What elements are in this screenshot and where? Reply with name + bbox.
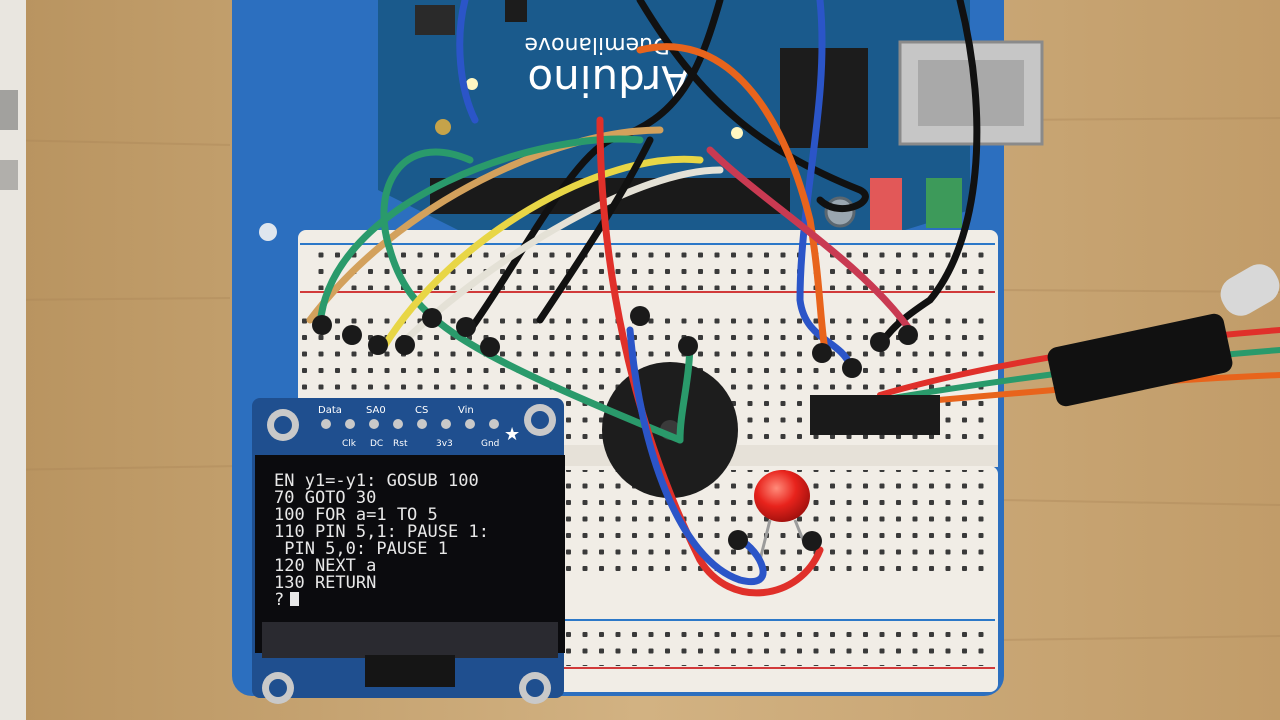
pin-label-vin: Vin <box>458 405 474 416</box>
oled-line-7: 130 RETURN <box>274 573 376 593</box>
pin-label-sa0: SA0 <box>366 405 386 416</box>
pin-label-gnd: Gnd <box>481 439 499 449</box>
oled-line-1: EN y1=-y1: GOSUB 100 <box>274 471 479 491</box>
oled-line-3: 100 FOR a=1 TO 5 <box>274 505 438 525</box>
oled-cursor <box>290 592 299 606</box>
cable-connector <box>810 395 940 435</box>
jumper-wires <box>306 0 1280 597</box>
wire-tips <box>312 306 918 551</box>
oled-module: Data SA0 CS Vin Clk DC Rst 3v3 Gnd ★ EN … <box>252 398 565 704</box>
pin-label-3v3: 3v3 <box>436 439 453 449</box>
arduino-brand-label: Arduino <box>527 56 690 105</box>
oled-display <box>255 455 565 653</box>
pin-label-rst: Rst <box>393 439 408 449</box>
wood-grain <box>0 117 1280 641</box>
arduino-model-label: Duemilanove <box>524 32 670 57</box>
cable-sleeve <box>1047 313 1233 407</box>
pin-label-dc: DC <box>370 439 383 449</box>
oled-line-4: 110 PIN 5,1: PAUSE 1: <box>274 522 489 542</box>
star-icon: ★ <box>504 424 520 445</box>
oled-line-6: 120 NEXT a <box>274 556 376 576</box>
pin-label-data: Data <box>318 405 342 416</box>
pin-label-cs: CS <box>415 405 428 416</box>
oled-line-5: PIN 5,0: PAUSE 1 <box>274 539 448 559</box>
oled-line-2: 70 GOTO 30 <box>274 488 376 508</box>
pin-label-clk: Clk <box>342 439 357 449</box>
oled-line-8: ? <box>274 590 284 610</box>
